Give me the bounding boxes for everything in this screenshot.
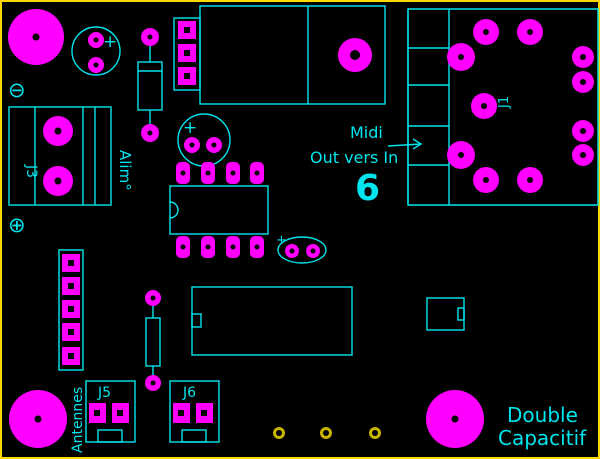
cap-plus-label-2: + — [183, 118, 197, 138]
alim-label: Alim° — [116, 150, 134, 191]
midi-label-line2: Out vers In — [310, 148, 398, 167]
capacitor-c1 — [71, 26, 121, 76]
capacitor-c2 — [177, 113, 231, 167]
plus-symbol: ⊕ — [8, 213, 26, 237]
ref-j6: J6 — [182, 385, 196, 401]
relay-outline — [191, 286, 353, 356]
small-component — [426, 297, 465, 331]
midi-arrow — [387, 138, 423, 150]
midi-din-connector-j1 — [407, 8, 599, 206]
antenna-header-5pin — [58, 249, 84, 371]
cap-plus-label-3: + — [276, 233, 287, 248]
minus-symbol: ⊖ — [8, 78, 26, 102]
terminal-block-j3 — [8, 106, 112, 206]
connector-j5 — [85, 380, 136, 443]
double-label-line1: Double — [507, 403, 578, 427]
midi-label-line1: Midi — [350, 123, 383, 142]
ref-j3: J3 — [23, 164, 39, 178]
cap-plus-label-1: + — [103, 32, 117, 52]
via-row — [273, 427, 381, 439]
ref-j1: J1 — [497, 96, 512, 109]
header-3pin — [173, 17, 201, 91]
ref-j5: J5 — [97, 385, 111, 401]
mounting-hole-bottom-left — [9, 390, 67, 448]
diode-d1 — [137, 28, 163, 142]
midi-number: 6 — [355, 168, 380, 209]
mounting-hole-top-left — [8, 9, 64, 65]
ic-dip8 — [169, 162, 269, 258]
double-label-line2: Capacitif — [498, 426, 587, 450]
connector-j6 — [169, 380, 220, 443]
mounting-hole-bottom-right — [426, 390, 484, 448]
antennes-label: Antennes — [70, 387, 86, 453]
voltage-regulator — [199, 5, 386, 105]
resistor-r1 — [145, 290, 161, 391]
capacitor-c3 — [277, 236, 327, 264]
